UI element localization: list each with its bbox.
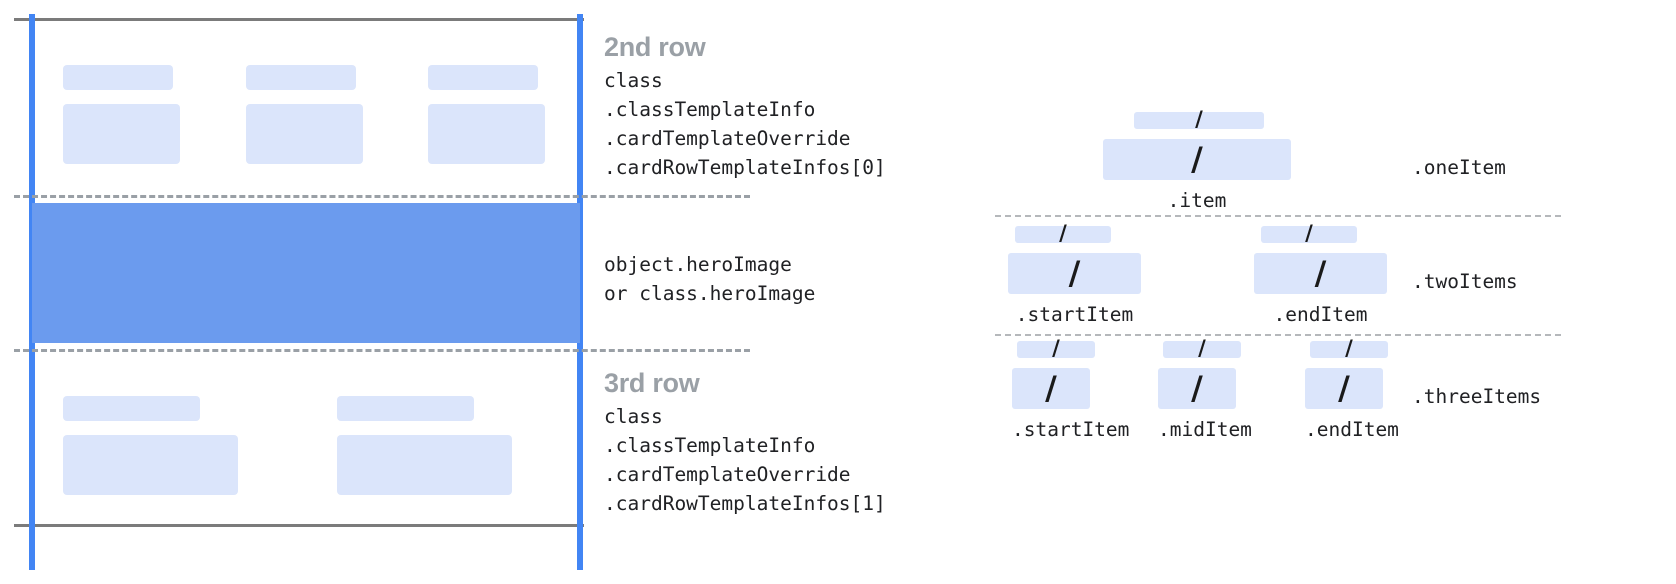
item-label-bar: / xyxy=(1017,336,1095,360)
card-end-guide xyxy=(577,14,583,570)
third-row-code-path: class .classTemplateInfo .cardTemplateOv… xyxy=(604,405,886,515)
value-placeholder xyxy=(245,104,363,164)
value-placeholder xyxy=(63,435,238,495)
slash-icon: / xyxy=(1338,368,1350,407)
third-row-columns xyxy=(32,352,580,524)
item-value-bar: / xyxy=(1158,368,1236,409)
slash-icon: / xyxy=(1052,336,1060,360)
third-row-column xyxy=(32,352,306,524)
one-item-group-label: .oneItem xyxy=(1412,156,1506,179)
three-items-group: / / .startItem / / .midItem xyxy=(960,336,1676,445)
card-bottom-rule xyxy=(14,524,584,527)
slash-icon: / xyxy=(1068,253,1081,292)
row-item-layouts-diagram: / / .item .oneItem / / xyxy=(960,0,1676,584)
item-label-bar: / xyxy=(1261,221,1357,245)
hero-image-band xyxy=(32,203,580,343)
two-items-group: / / .startItem / / .endItem xyxy=(960,221,1676,330)
two-items-group-label: .twoItems xyxy=(1412,270,1518,293)
third-row-column xyxy=(306,352,580,524)
slash-icon: / xyxy=(1191,368,1203,407)
second-row-code-path: class .classTemplateInfo .cardTemplateOv… xyxy=(604,69,886,179)
layout-divider-upper xyxy=(995,215,1561,217)
slash-icon: / xyxy=(1345,336,1353,360)
three-items-group-label: .threeItems xyxy=(1412,385,1542,408)
item-value-bar: / xyxy=(1008,253,1141,294)
item-value-bar: / xyxy=(1103,139,1291,180)
end-item-slot-label: .endItem xyxy=(1273,303,1368,326)
card-top-rule xyxy=(14,18,584,21)
item-value-bar: / xyxy=(1012,368,1090,409)
third-row-heading: 3rd row xyxy=(604,368,700,398)
mid-item-slot-label: .midItem xyxy=(1158,418,1252,441)
third-row-region xyxy=(32,352,580,524)
row-divider-upper xyxy=(14,195,750,198)
third-row-caption: 3rd row class .classTemplateInfo .cardTe… xyxy=(604,368,886,518)
label-placeholder xyxy=(428,65,539,90)
item-slot-label: .item xyxy=(1167,189,1227,212)
second-row-columns xyxy=(32,21,580,195)
one-item-slots: / / .item xyxy=(960,107,1676,216)
second-row-column xyxy=(397,21,580,195)
second-row-region xyxy=(32,21,580,195)
second-row-column xyxy=(215,21,398,195)
start-item-slot-label: .startItem xyxy=(1012,418,1130,441)
one-item-group: / / .item .oneItem xyxy=(960,107,1676,216)
three-items-slots: / / .startItem / / .midItem xyxy=(960,336,1676,445)
slash-icon: / xyxy=(1059,221,1067,245)
slash-icon: / xyxy=(1198,336,1206,360)
slash-icon: / xyxy=(1314,253,1327,292)
card-template-diagram xyxy=(0,0,750,584)
item-label-bar: / xyxy=(1163,336,1241,360)
label-placeholder xyxy=(245,65,356,90)
second-row-caption: 2nd row class .classTemplateInfo .cardTe… xyxy=(604,32,886,182)
value-placeholder xyxy=(428,104,546,164)
slash-icon: / xyxy=(1045,368,1057,407)
slash-icon: / xyxy=(1191,139,1203,178)
row-divider-lower xyxy=(14,349,750,352)
layout-divider-lower xyxy=(995,334,1561,336)
item-label-bar: / xyxy=(1310,336,1388,360)
item-label-bar: / xyxy=(1134,107,1264,131)
two-items-slots: / / .startItem / / .endItem xyxy=(960,221,1676,330)
item-value-bar: / xyxy=(1305,368,1383,409)
slash-icon: / xyxy=(1195,107,1203,131)
hero-image-code-path: object.heroImage or class.heroImage xyxy=(604,253,816,305)
value-placeholder xyxy=(63,104,180,164)
start-item-slot-label: .startItem xyxy=(1015,303,1134,326)
end-item-slot-label: .endItem xyxy=(1305,418,1399,441)
slash-icon: / xyxy=(1305,221,1313,245)
second-row-column xyxy=(32,21,215,195)
hero-image-caption: object.heroImage or class.heroImage xyxy=(604,250,815,308)
label-placeholder xyxy=(337,396,474,421)
second-row-heading: 2nd row xyxy=(604,32,706,62)
value-placeholder xyxy=(337,435,512,495)
item-label-bar: / xyxy=(1015,221,1111,245)
label-placeholder xyxy=(63,396,200,421)
item-value-bar: / xyxy=(1254,253,1387,294)
label-placeholder xyxy=(63,65,173,90)
